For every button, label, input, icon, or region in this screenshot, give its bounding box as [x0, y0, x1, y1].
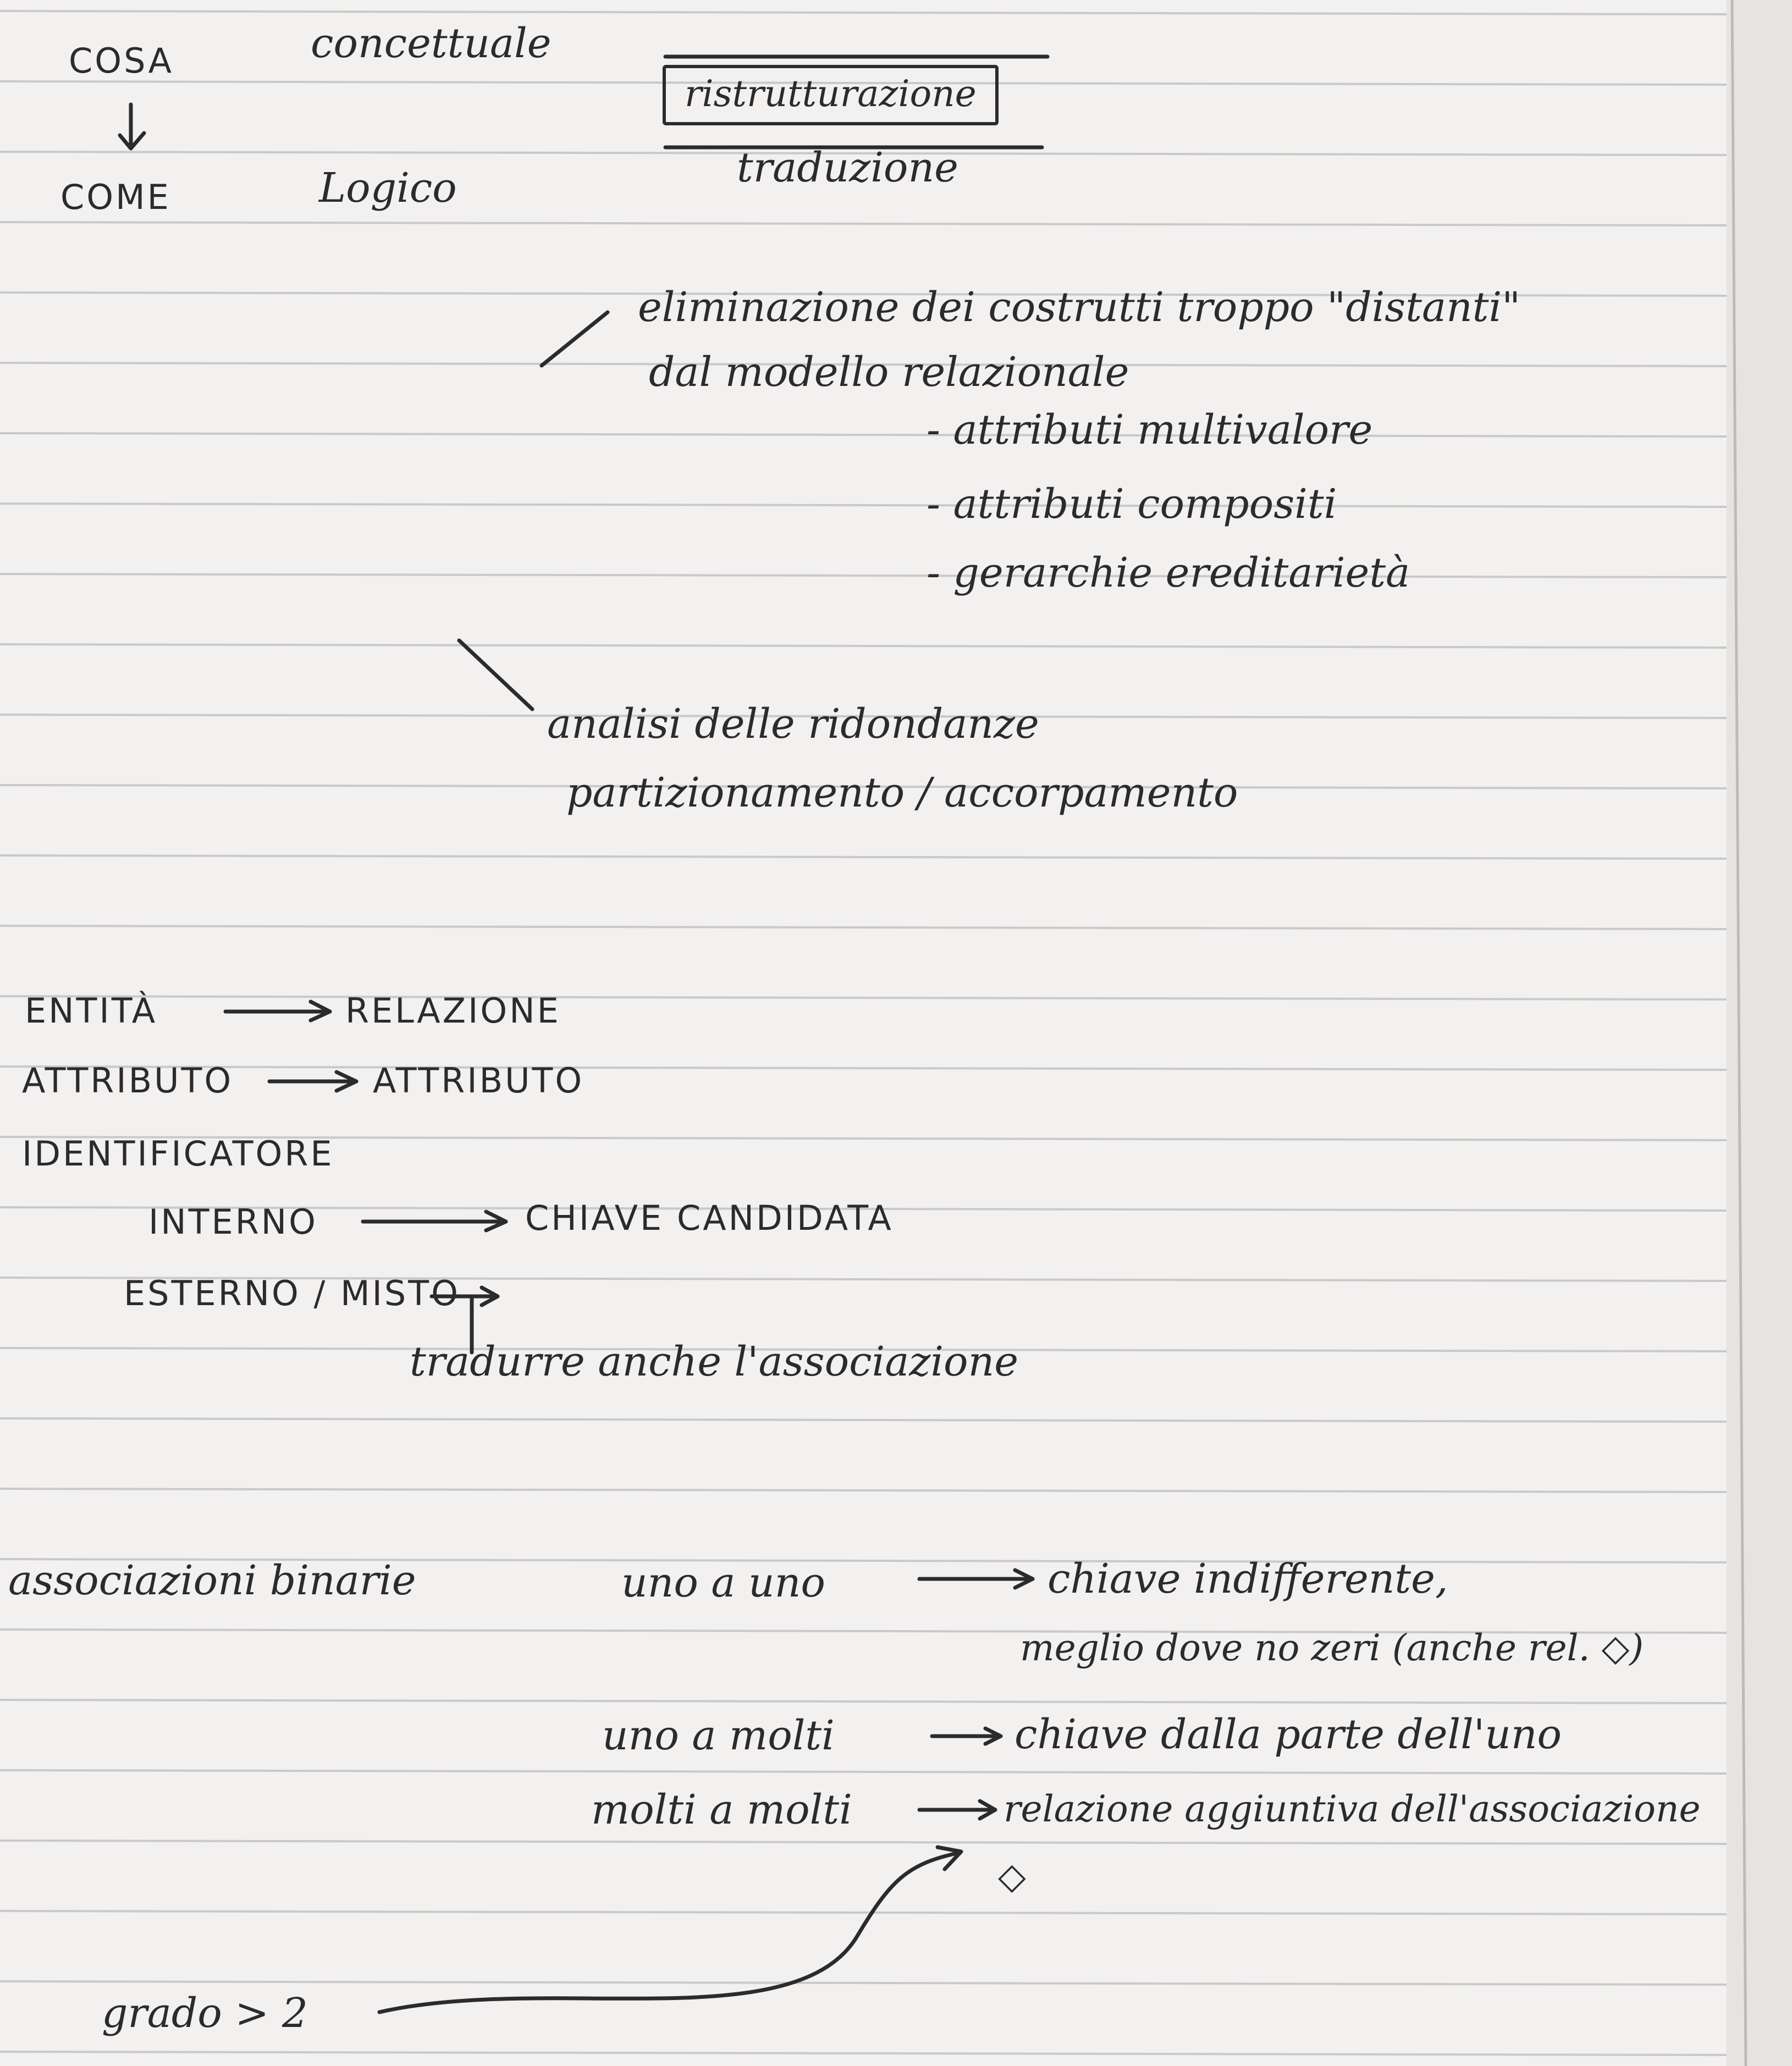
ruled-line [0, 1628, 1733, 1634]
branch-stroke-up [539, 310, 610, 368]
label-cosa: COSA [69, 41, 174, 81]
label-uno-a-uno: uno a uno [621, 1559, 825, 1606]
ruled-line [0, 151, 1733, 156]
label-logico: Logico [319, 164, 457, 212]
label-attributo-left: ATTRIBUTO [22, 1060, 234, 1101]
ruled-line [0, 291, 1733, 297]
ruled-line [0, 784, 1733, 789]
label-tradurre: tradurre anche l'associazione [410, 1338, 1019, 1385]
ruled-line [0, 854, 1733, 860]
eliminazione-line1: eliminazione dei costrutti troppo "dista… [638, 284, 1521, 331]
label-entita: ENTITÀ [25, 991, 158, 1031]
label-identificatore: IDENTIFICATORE [22, 1134, 334, 1174]
label-concettuale: concettuale [311, 20, 552, 67]
label-attributo-right: ATTRIBUTO [373, 1060, 585, 1101]
ruled-line [0, 502, 1733, 508]
ruled-line [0, 362, 1733, 367]
ruled-line [0, 1065, 1733, 1071]
result-molti-a-molti: relazione aggiuntiva dell'associazione [1003, 1788, 1701, 1830]
analisi-line1: analisi delle ridondanze [547, 700, 1039, 748]
ruled-line [0, 925, 1733, 930]
ruled-line [0, 643, 1733, 649]
analisi-line2: partizionamento / accorpamento [566, 769, 1238, 816]
ruled-line [0, 1488, 1733, 1493]
ruled-line [0, 1980, 1733, 1986]
list-item: - gerarchie ereditarietà [927, 549, 1410, 596]
box-ristrutturazione: ristrutturazione [663, 65, 999, 125]
eliminazione-line2: dal modello relazionale [649, 349, 1129, 396]
label-chiave-candidata: CHIAVE CANDIDATA [525, 1198, 894, 1238]
ruled-line [0, 221, 1733, 227]
ruled-line [0, 10, 1733, 15]
ruled-line [0, 80, 1733, 86]
ruled-line [0, 1839, 1733, 1845]
ruled-line [0, 2051, 1733, 2056]
ruled-line [0, 432, 1733, 438]
ruled-line [0, 573, 1733, 578]
ruled-line [0, 714, 1733, 719]
grado-curve-arrow [377, 1850, 962, 2014]
label-relazione: RELAZIONE [345, 991, 561, 1031]
ruled-line [0, 1558, 1733, 1564]
ruled-line [0, 1277, 1733, 1282]
label-come: COME [60, 177, 171, 217]
label-interno: INTERNO [148, 1202, 318, 1242]
ruled-line [0, 995, 1733, 1001]
ruled-line [0, 1417, 1733, 1423]
label-uno-a-molti: uno a molti [602, 1712, 835, 1759]
result-uno-a-uno: chiave indifferente, [1047, 1555, 1448, 1603]
label-grado: grado > 2 [102, 1990, 308, 2037]
label-molti-a-molti: molti a molti [591, 1786, 852, 1833]
heading-associazioni: associazioni binarie [8, 1557, 416, 1604]
ruled-line [0, 1699, 1733, 1704]
label-traduzione: traduzione [737, 144, 958, 191]
ruled-line [0, 1769, 1733, 1775]
ruled-line [0, 1206, 1733, 1212]
ruled-line [0, 1910, 1733, 1915]
ruled-line [0, 1347, 1733, 1352]
ruled-line [0, 1136, 1733, 1141]
label-esterno-misto: ESTERNO / MISTO [124, 1273, 460, 1313]
branch-stroke-down [457, 638, 534, 711]
list-item: - attributi compositi [927, 480, 1337, 528]
diamond-icon: ◇ [998, 1855, 1026, 1897]
note-uno-a-uno: meglio dove no zeri (anche rel. ◇) [1020, 1627, 1644, 1669]
list-item: - attributi multivalore [927, 406, 1373, 454]
result-uno-a-molti: chiave dalla parte dell'uno [1014, 1711, 1562, 1758]
